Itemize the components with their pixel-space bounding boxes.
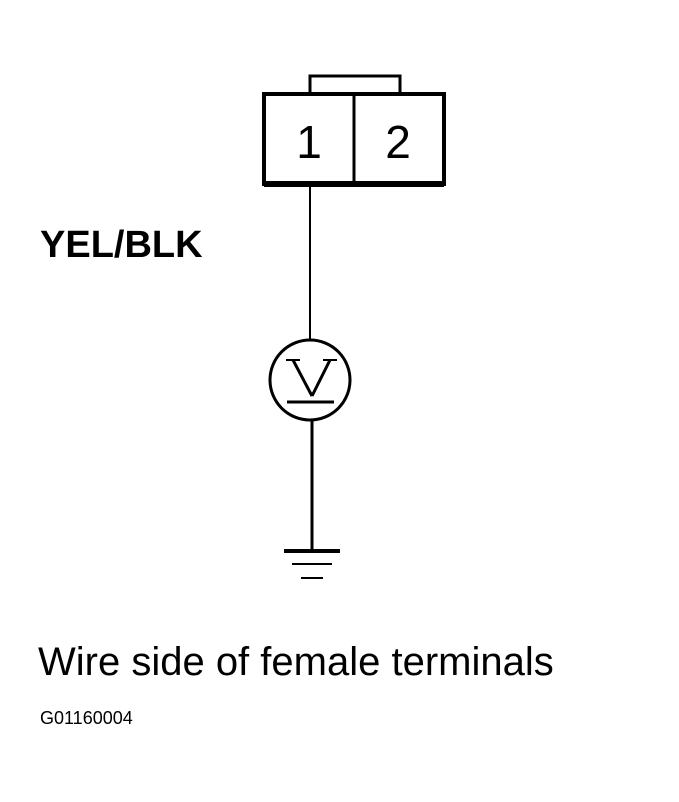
pin-1-label: 1 <box>296 116 322 168</box>
voltmeter-icon <box>268 338 352 422</box>
wire-color-label: YEL/BLK <box>40 224 203 266</box>
diagram-caption: Wire side of female terminals <box>38 640 554 684</box>
connector-latch <box>308 74 402 96</box>
voltmeter-v-glyph <box>286 359 337 404</box>
figure-code: G01160004 <box>40 708 133 728</box>
ground-icon <box>284 549 340 579</box>
pin-2-label: 2 <box>385 116 411 168</box>
